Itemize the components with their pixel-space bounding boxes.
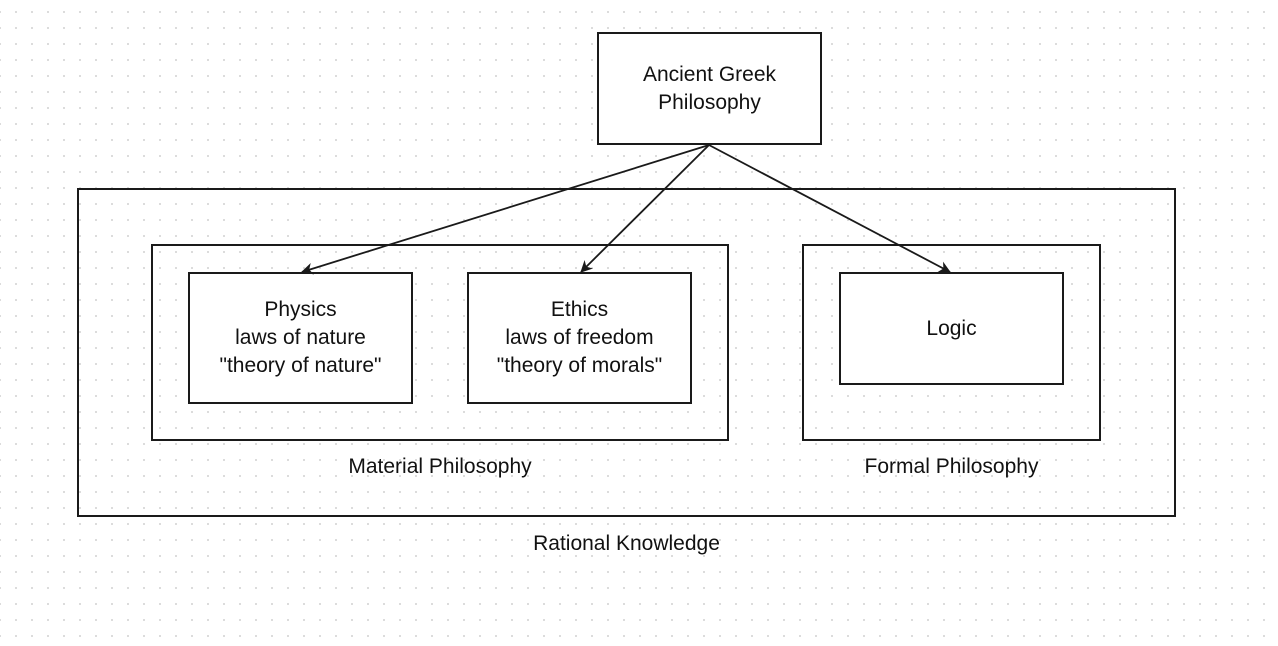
ancient-greek-philosophy-label: Ancient Greek Philosophy [597, 32, 822, 145]
physics-line-2: laws of nature [235, 326, 366, 349]
physics-label: Physics laws of nature "theory of nature… [188, 272, 413, 404]
physics-line-1: Physics [264, 298, 337, 321]
root-line-1: Ancient Greek [642, 62, 777, 86]
ethics-label: Ethics laws of freedom "theory of morals… [467, 272, 692, 404]
edge-root-to-physics [301, 144, 710, 275]
physics-node[interactable] [188, 272, 413, 404]
rational-knowledge-caption: Rational Knowledge [533, 532, 720, 555]
formal-philosophy-caption: Formal Philosophy [864, 455, 1039, 478]
ethics-line-1: Ethics [550, 298, 609, 321]
material-philosophy-group[interactable] [151, 244, 729, 441]
rational-knowledge-group[interactable] [77, 188, 1176, 517]
edge-root-to-logic [708, 144, 951, 273]
root-line-2: Philosophy [658, 90, 761, 114]
logic-node[interactable] [839, 272, 1064, 385]
formal-philosophy-group[interactable] [802, 244, 1101, 441]
ethics-line-3: "theory of morals" [496, 354, 663, 377]
logic-line-1: Logic [926, 316, 977, 340]
ancient-greek-philosophy-node[interactable] [597, 32, 822, 145]
edge-root-to-ethics [580, 144, 710, 273]
material-philosophy-caption: Material Philosophy [348, 455, 532, 478]
logic-label: Logic [839, 272, 1064, 385]
physics-line-3: "theory of nature" [219, 354, 382, 377]
ethics-line-2: laws of freedom [505, 326, 654, 349]
ethics-node[interactable] [467, 272, 692, 404]
